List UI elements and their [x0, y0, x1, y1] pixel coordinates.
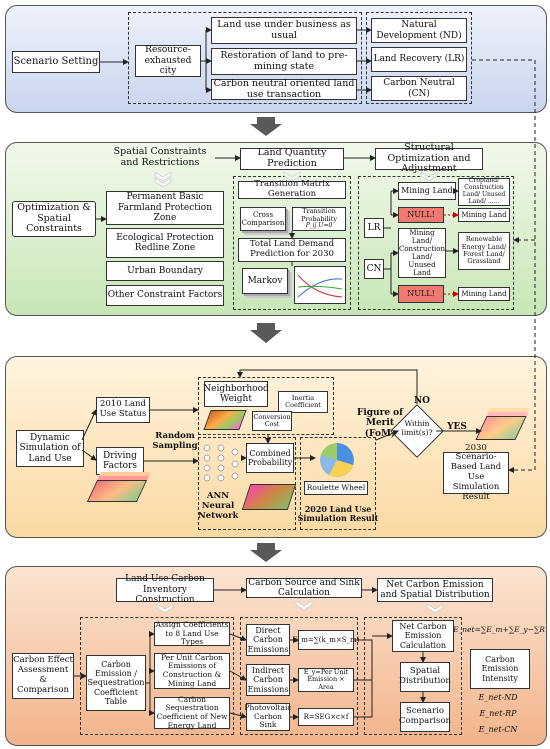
- cn-mining-target: Mining Land: [458, 287, 510, 301]
- markov-curves: [297, 274, 343, 298]
- cross-comparison: Cross Comparison: [240, 207, 286, 231]
- pie-thumb: [315, 441, 359, 479]
- driving-maps-stack: [86, 480, 148, 502]
- net-emission-calc: Net Carbon Emission Calculation: [392, 620, 454, 652]
- yes-label: YES: [447, 422, 467, 432]
- ann-neurons: [203, 444, 239, 482]
- source-sink-heading: Carbon Source and Sink Calculation: [246, 578, 362, 598]
- land-quantity-heading: Land Quantity Prediction: [240, 147, 344, 170]
- net-formula: E_net=∑E_m+∑E_y−∑R: [453, 625, 545, 634]
- cn-renewable-target: Renewable Energy Land/ Forest Land/ Gras…: [458, 232, 510, 270]
- structural-opt-heading: Structural Optimization and Adjustment: [375, 142, 483, 174]
- dynamic-simulation-label: Dynamic Simulation of Land Use: [16, 430, 84, 468]
- carbon-inventory-heading: Land Use Carbon Inventory Construction: [116, 574, 214, 605]
- scenario-options-frame: [128, 12, 362, 104]
- cn-null: NULL!: [398, 285, 444, 303]
- opt-spatial-box: Optimization & Spatial Constraints: [12, 201, 96, 237]
- pv-sink: Photovoltaic Carbon Sink: [244, 703, 292, 731]
- per-unit-emissions: Per Unit Carbon Emissions of Constructio…: [154, 653, 230, 689]
- spatial-distribution: Spatial Distribution: [399, 662, 451, 692]
- carbon-effect-box: Carbon Effect Assessment & Comparison: [12, 653, 74, 699]
- cn-source-land: Mining Land/ Construction Land/ Unused L…: [398, 228, 446, 278]
- bau-option: Land use under business as usual: [211, 17, 357, 44]
- cn-label: CN: [364, 259, 384, 279]
- redline-zone: Ecological Protection Redline Zone: [106, 228, 224, 258]
- net-distribution-heading: Net Carbon Emission and Spatial Distribu…: [377, 578, 493, 602]
- no-label: NO: [413, 396, 431, 406]
- roulette-pie: [320, 443, 354, 477]
- indirect-formula: E_y=Per Unit Emission × Area: [298, 668, 354, 692]
- carbon-intensity: Carbon Emission Intensity: [470, 649, 530, 689]
- e-cn: E_net-CN: [478, 725, 518, 734]
- farmland-zone: Permanent Basic Farmland Protection Zone: [106, 191, 224, 225]
- transition-matrix-gen: Transition Matrix Generation: [238, 179, 346, 199]
- conversion-cost: Conversion Cost: [252, 411, 292, 431]
- resource-city-box: Resource-exhausted city: [135, 45, 201, 77]
- roulette-frame: [300, 437, 376, 530]
- indirect-emissions: Indirect Carbon Emissions: [246, 664, 290, 696]
- combined-probability: Combined Probability: [246, 443, 294, 473]
- random-sampling-label: Random Sampling: [152, 431, 198, 451]
- sequestration-coef: Carbon Sequestration Coefficient of New …: [154, 695, 230, 729]
- lr-null: NULL!: [398, 207, 444, 223]
- down-arrow-2: [250, 323, 282, 343]
- spatial-constraints-heading: Spatial Constraints and Restrictions: [113, 146, 207, 168]
- e-nd: E_net-ND: [478, 693, 518, 702]
- within-limits-label: Within limit(s)?: [401, 419, 433, 437]
- restoration-option: Restoration of land to pre-mining state: [211, 48, 357, 75]
- assign-coefficients: Assign Coefficients to 8 Land Use Types: [154, 620, 230, 647]
- coefficient-table: Carbon Emission / Sequestration Coeffici…: [86, 655, 146, 711]
- transition-probability: Transition Probability P_ij U=0: [292, 207, 346, 231]
- down-arrow-3: [250, 543, 282, 562]
- total-demand: Total Land Demand Prediction for 2030: [238, 238, 346, 262]
- roulette-wheel: Roulette Wheel: [304, 481, 368, 495]
- inertia-coefficient: Inertia Coefficient: [278, 391, 328, 413]
- lr-cropland-target: Cropland/ Construction Land/ Unused Land…: [458, 177, 510, 206]
- result-2020-label: 2020 Land Use Simulation Result: [297, 504, 379, 524]
- driving-factors: Driving Factors: [96, 447, 144, 475]
- lr-mining-target: Mining Land: [458, 208, 510, 222]
- nd-scenario: Natural Development (ND): [371, 18, 467, 43]
- cn-scenario: Carbon Neutral (CN): [371, 76, 467, 101]
- urban-boundary: Urban Boundary: [106, 261, 224, 281]
- down-arrow-1: [250, 117, 282, 136]
- markov-box: Markov: [242, 268, 288, 294]
- prob-map-thumb: [241, 484, 297, 510]
- other-constraints: Other Constraint Factors: [106, 285, 224, 306]
- ann-label: ANN Neural Network: [198, 491, 239, 521]
- scenario-comparison: Scenario Comparison: [399, 702, 451, 732]
- e-rp: E_net-RP: [479, 709, 517, 718]
- status-2010: 2010 Land Use Status: [96, 397, 150, 423]
- lr-label: LR: [364, 218, 384, 238]
- markov-curve-chart: [294, 266, 346, 304]
- pv-formula: R=SEG×c×f: [298, 708, 354, 726]
- direct-emissions: Direct Carbon Emissions: [246, 624, 290, 656]
- result-2030: 2030 Scenario-Based Land Use Simulation …: [443, 443, 509, 501]
- lr-mining-land: Mining Land: [398, 182, 456, 200]
- ann-frame: [198, 437, 296, 530]
- carbon-neutral-option: Carbon neutral oriented land use transac…: [211, 78, 357, 100]
- neighborhood-weight: Neighborhood Weight: [203, 381, 269, 407]
- scenario-setting-box: Scenario Setting: [12, 51, 100, 73]
- lr-scenario: Land Recovery (LR): [371, 47, 467, 72]
- grid-map-thumb: [203, 410, 247, 430]
- direct-formula: E_m=∑(k_m×S_m): [293, 630, 359, 650]
- ann-network-graph: [201, 440, 243, 486]
